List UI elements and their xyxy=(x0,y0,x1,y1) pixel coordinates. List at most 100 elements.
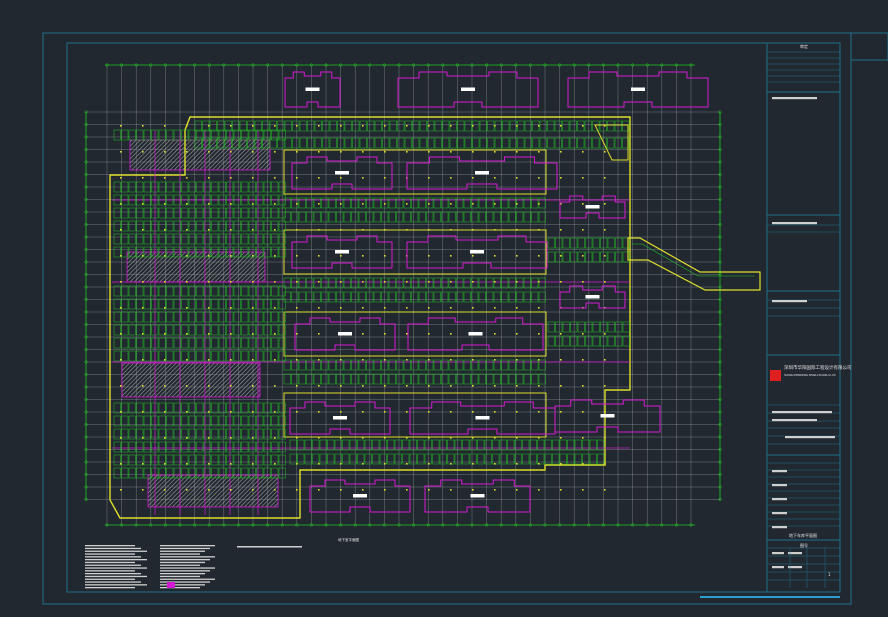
column xyxy=(318,177,320,179)
parking-stall xyxy=(128,337,136,349)
parking-stall xyxy=(121,441,129,453)
parking-stall xyxy=(271,285,279,297)
parking-stall xyxy=(271,181,279,193)
parking-stall xyxy=(226,298,234,310)
column xyxy=(252,151,254,153)
parking-stall xyxy=(537,439,545,451)
column xyxy=(208,177,210,179)
parking-stall xyxy=(538,277,546,289)
parking-stall xyxy=(263,467,271,479)
column xyxy=(252,281,254,283)
column xyxy=(472,229,474,231)
ramp-outline xyxy=(627,237,761,291)
parking-stall xyxy=(181,207,189,219)
parking-stall xyxy=(278,246,286,258)
column xyxy=(516,229,518,231)
parking-stall xyxy=(211,467,219,479)
column xyxy=(516,177,518,179)
parking-stall xyxy=(328,277,336,289)
parking-stall xyxy=(486,277,494,289)
parking-stall xyxy=(241,467,249,479)
column xyxy=(582,489,584,491)
parking-stall xyxy=(597,439,605,451)
parking-stall xyxy=(233,311,241,323)
parking-stall xyxy=(173,402,181,414)
column xyxy=(340,411,342,413)
parking-stall xyxy=(597,453,605,465)
parking-stall xyxy=(263,415,271,427)
column xyxy=(472,437,474,439)
column xyxy=(318,229,320,231)
parking-stall xyxy=(263,285,271,297)
parking-stall xyxy=(203,311,211,323)
parking-stall xyxy=(382,137,390,149)
parking-stall xyxy=(585,237,593,249)
parking-stall xyxy=(121,350,129,362)
parking-stall xyxy=(289,439,297,451)
column xyxy=(274,177,276,179)
column xyxy=(340,229,342,231)
parking-stall xyxy=(196,337,204,349)
parking-stall xyxy=(128,181,136,193)
parking-stall xyxy=(314,120,322,132)
parking-stall xyxy=(622,321,630,333)
firm-name-cn: 深圳市华阳国际工程设计有限公司 xyxy=(784,364,852,371)
column xyxy=(362,177,364,179)
parking-stall xyxy=(464,120,472,132)
parking-stall xyxy=(181,454,189,466)
parking-stall xyxy=(128,454,136,466)
parking-stall xyxy=(501,291,509,303)
parking-stall xyxy=(523,359,531,371)
column xyxy=(516,359,518,361)
parking-stall xyxy=(151,311,159,323)
parking-stall xyxy=(463,291,471,303)
column xyxy=(560,125,562,127)
parking-stall xyxy=(463,359,471,371)
parking-stall xyxy=(151,207,159,219)
parking-stall xyxy=(582,453,590,465)
parking-stall xyxy=(297,439,305,451)
column xyxy=(318,203,320,205)
parking-stall xyxy=(277,120,285,132)
parking-stall xyxy=(218,194,226,206)
parking-stall xyxy=(271,194,279,206)
column xyxy=(230,281,232,283)
parking-stall xyxy=(577,335,585,347)
parking-stall xyxy=(188,350,196,362)
parking-stall xyxy=(151,454,159,466)
column xyxy=(318,359,320,361)
parking-stall xyxy=(322,120,330,132)
parking-stall xyxy=(411,291,419,303)
parking-stall xyxy=(419,120,427,132)
parking-stall xyxy=(478,277,486,289)
column xyxy=(252,255,254,257)
parking-stall xyxy=(278,285,286,297)
column xyxy=(516,125,518,127)
parking-stall xyxy=(226,194,234,206)
note-line xyxy=(160,587,200,589)
parking-stall xyxy=(585,335,593,347)
parking-stall xyxy=(278,129,286,141)
parking-stall xyxy=(113,129,121,141)
parking-stall xyxy=(158,402,166,414)
basement-outline xyxy=(109,116,631,519)
parking-stall xyxy=(256,350,264,362)
parking-stall xyxy=(233,285,241,297)
parking-stall xyxy=(514,439,522,451)
note-line xyxy=(85,545,135,547)
parking-stall xyxy=(351,197,359,209)
parking-stall xyxy=(241,220,249,232)
parking-stall xyxy=(448,359,456,371)
column xyxy=(516,385,518,387)
parking-stall xyxy=(248,194,256,206)
parking-stall xyxy=(531,291,539,303)
column xyxy=(318,151,320,153)
column xyxy=(406,203,408,205)
parking-stall xyxy=(531,373,539,385)
parking-stall xyxy=(283,277,291,289)
parking-stall xyxy=(472,137,480,149)
parking-stall xyxy=(278,454,286,466)
column xyxy=(186,125,188,127)
column xyxy=(274,307,276,309)
